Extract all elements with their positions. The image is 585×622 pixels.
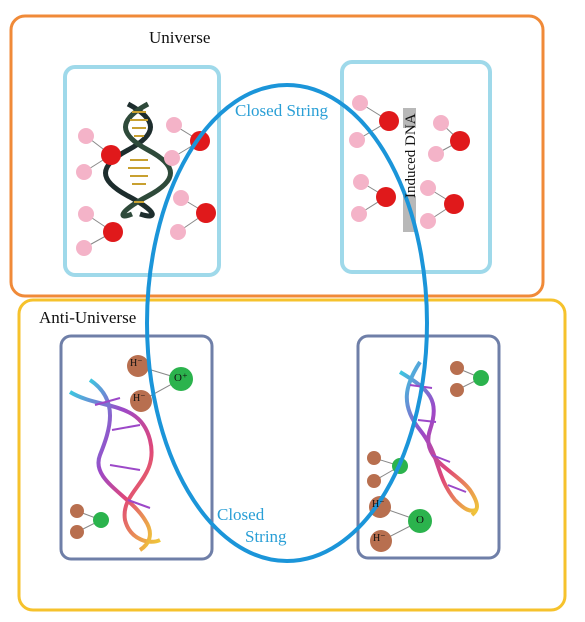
anti-water-molecule <box>369 496 432 552</box>
closed-string-label-top: Closed String <box>235 101 329 120</box>
atom-label-h-minus: H⁻ <box>372 499 385 510</box>
anti-universe-frame <box>17 298 567 612</box>
rainbow-dna-helix-icon <box>398 360 479 517</box>
water-molecule <box>349 95 399 148</box>
water-molecule <box>164 117 210 166</box>
water-molecule <box>170 190 216 240</box>
universe-title: Universe <box>149 28 211 47</box>
closed-string-label-bottom-line2: String <box>245 527 287 546</box>
water-molecule <box>76 128 121 180</box>
water-molecule <box>420 180 464 229</box>
atom-label-o: O <box>416 514 424 526</box>
atom-label-h-minus: H⁻ <box>130 358 143 369</box>
closed-string-label-bottom-line1: Closed <box>217 505 265 524</box>
rainbow-dna-helix-icon <box>68 378 161 552</box>
anti-water-molecule <box>450 361 489 397</box>
induced-dna-label: Induced DNA <box>403 113 419 198</box>
water-molecule <box>351 174 396 222</box>
water-molecule <box>428 115 470 162</box>
closed-string-loop <box>145 83 429 563</box>
anti-universe-title: Anti-Universe <box>39 308 137 327</box>
dna-helix-icon <box>103 101 173 219</box>
atom-label-o-plus: O⁺ <box>174 372 188 384</box>
atom-label-h-minus: H⁻ <box>373 533 386 544</box>
universe-left-panel <box>63 65 221 277</box>
atom-label-h-minus: H⁻ <box>133 393 146 404</box>
anti-universe-left-panel <box>59 334 214 561</box>
anti-water-molecule <box>70 504 109 539</box>
universe-frame <box>9 14 545 298</box>
water-molecule <box>76 206 123 256</box>
anti-water-molecule <box>127 355 193 412</box>
